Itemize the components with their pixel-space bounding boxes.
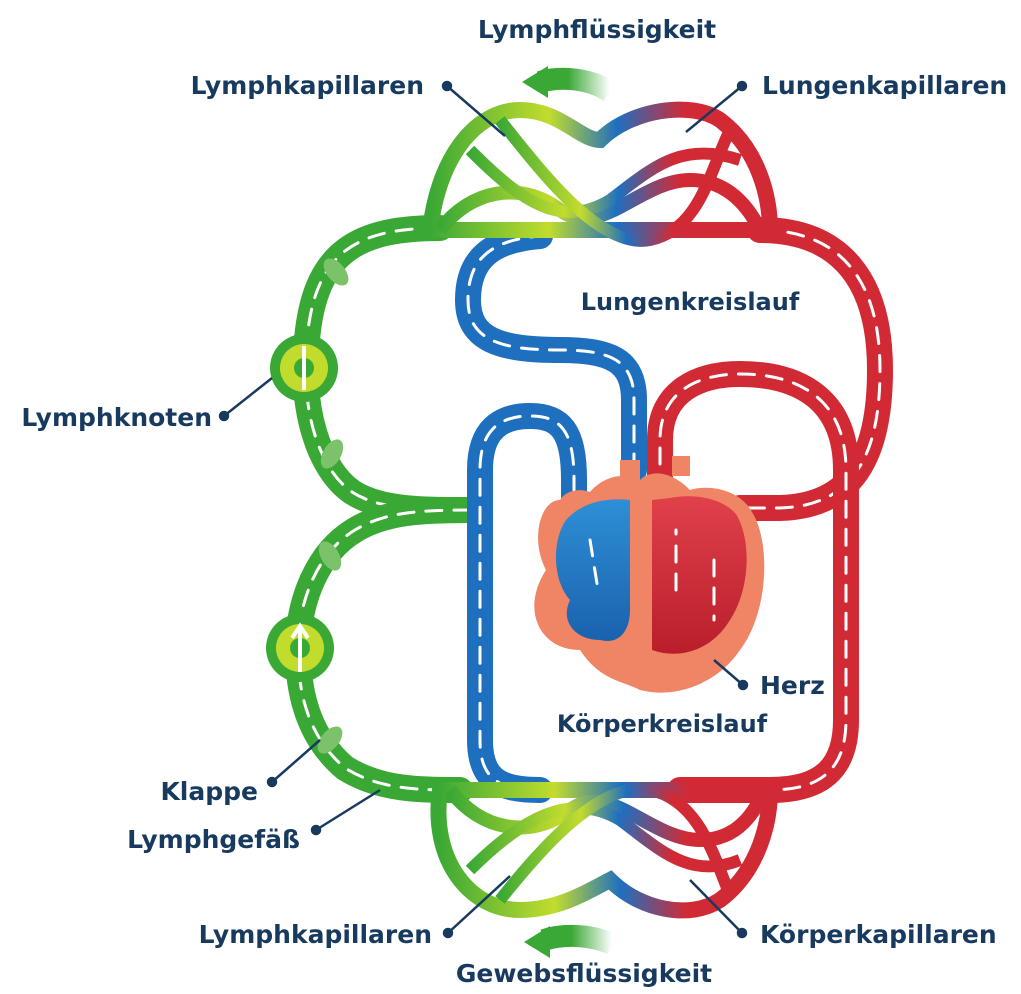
label-pulmonary-circuit: Lungenkreislauf: [581, 288, 800, 316]
label-lymph-capillaries-bottom: Lymphkapillaren: [199, 920, 432, 949]
label-heart: Herz: [760, 671, 825, 700]
label-valve: Klappe: [160, 777, 258, 806]
labels: Lymphflüssigkeit Lymphkapillaren Lungenk…: [21, 15, 1007, 988]
label-lymph-vessel: Lymphgefäß: [127, 825, 300, 854]
label-lung-capillaries: Lungenkapillaren: [762, 71, 1007, 100]
lymph-fluid-arrow: [522, 66, 610, 98]
lymph-node-lower: [266, 614, 334, 682]
lung-capillary-bed: [430, 110, 770, 241]
body-capillary-bed: [438, 789, 770, 910]
label-tissue-fluid: Gewebsflüssigkeit: [456, 959, 712, 988]
lymph-node-upper: [270, 334, 338, 402]
label-lymph-fluid: Lymphflüssigkeit: [478, 15, 716, 44]
label-lymph-node: Lymphknoten: [21, 403, 212, 432]
label-systemic-circuit: Körperkreislauf: [557, 710, 768, 738]
label-lymph-capillaries-top: Lymphkapillaren: [191, 71, 424, 100]
label-body-capillaries: Körperkapillaren: [760, 920, 997, 949]
tissue-fluid-arrow: [524, 926, 612, 958]
